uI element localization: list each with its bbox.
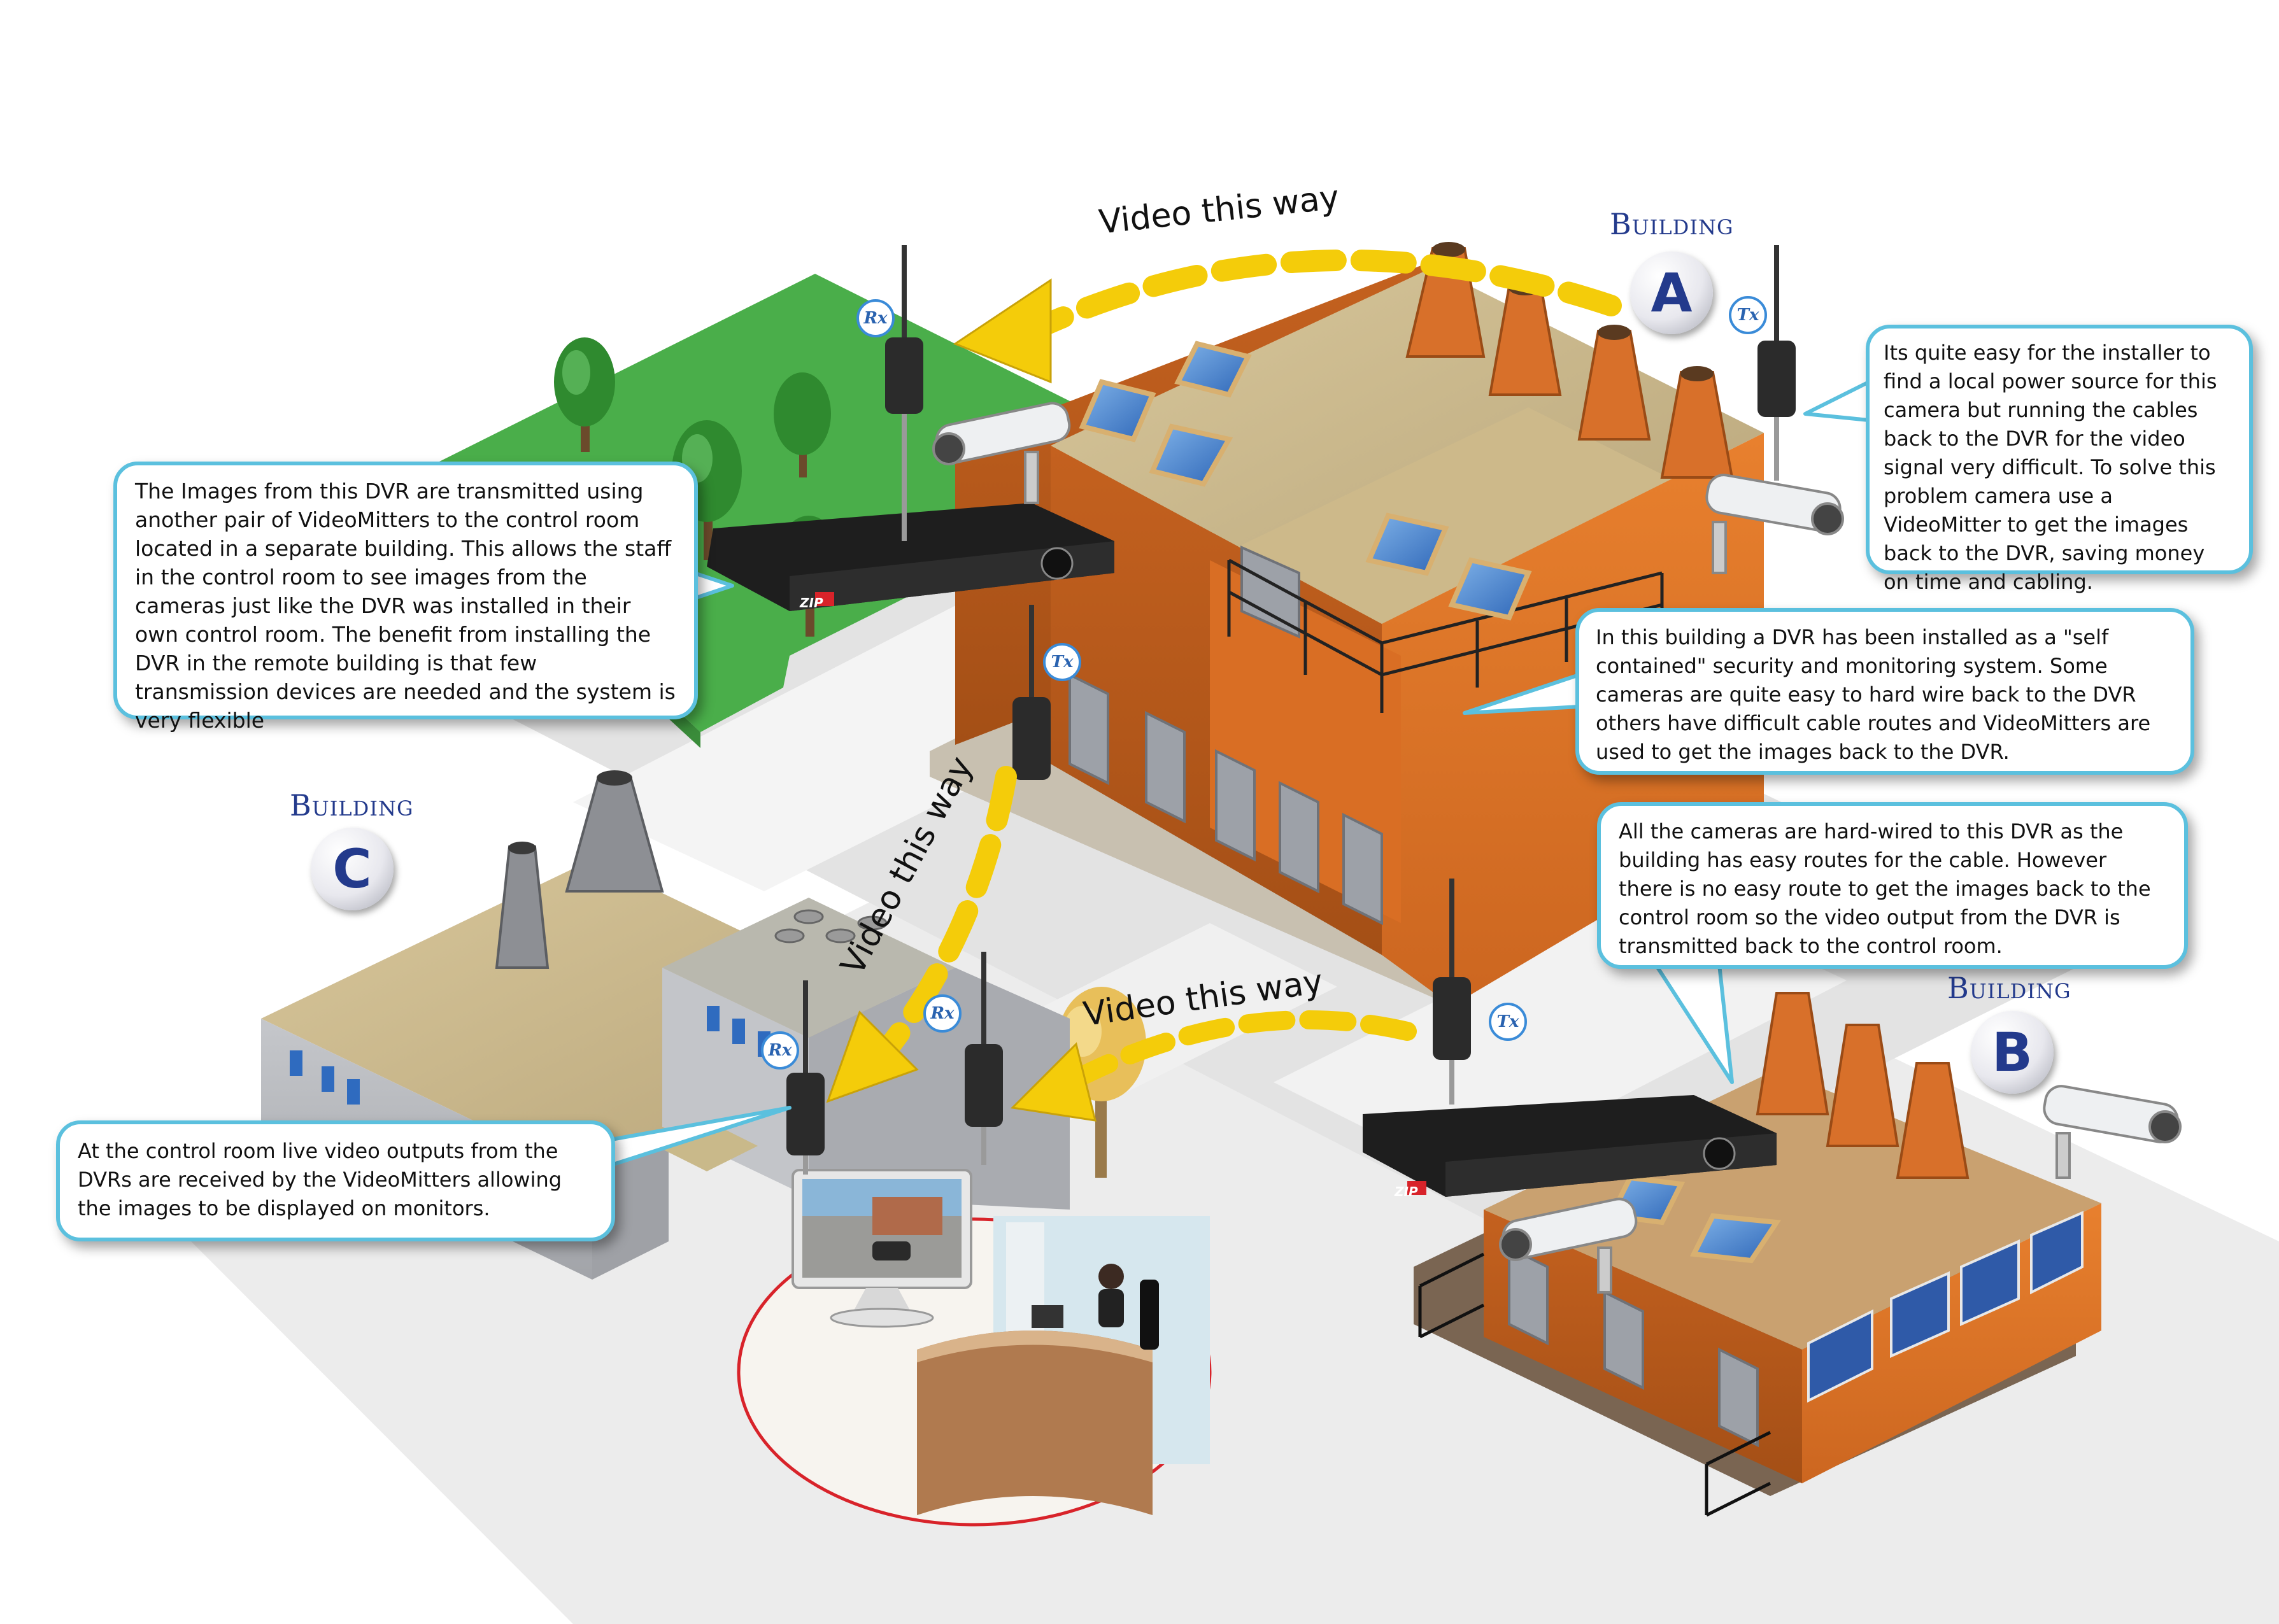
rx-marker: Rx [923, 994, 962, 1033]
dvr-building-b [1363, 1095, 1777, 1197]
building-a-badge: A [1630, 251, 1713, 334]
dvr-brand-logo: ZIP [1395, 1184, 1418, 1199]
building-c-badge: C [311, 828, 394, 910]
callout-tails [609, 380, 1871, 1167]
tx-marker: Tx [1043, 643, 1081, 681]
tx-marker: Tx [1489, 1003, 1527, 1041]
building-b-badge: B [1971, 1011, 2054, 1094]
building-c-label: Building [290, 788, 414, 823]
callout-building-a-camera: Its quite easy for the installer to find… [1866, 325, 2253, 594]
tx-marker: Tx [1729, 296, 1767, 334]
arrow-top [1021, 249, 1622, 342]
arrow-bottom [1060, 1010, 1417, 1092]
arrow-heads [826, 278, 1097, 1122]
building-a-label: Building [1610, 207, 1734, 241]
monitor [792, 1169, 972, 1328]
rx-marker: Rx [856, 299, 895, 337]
building-a [930, 242, 1764, 1006]
videomitters [786, 245, 1796, 1175]
building-b-label: Building [1947, 971, 2071, 1005]
rx-marker: Rx [761, 1031, 799, 1070]
callout-building-a-dvr: In this building a DVR has been installe… [1575, 608, 2194, 775]
callout-building-b: All the cameras are hard-wired to this D… [1597, 802, 2188, 969]
callout-remote-dvr: The Images from this DVR are transmitted… [113, 462, 698, 733]
dvr-remote [707, 503, 1114, 611]
control-room-inset [737, 1216, 1212, 1527]
callout-control-room: At the control room live video outputs f… [56, 1120, 615, 1241]
dvr-brand-logo: ZIP [800, 595, 823, 611]
cctv-cameras [932, 402, 2182, 1294]
